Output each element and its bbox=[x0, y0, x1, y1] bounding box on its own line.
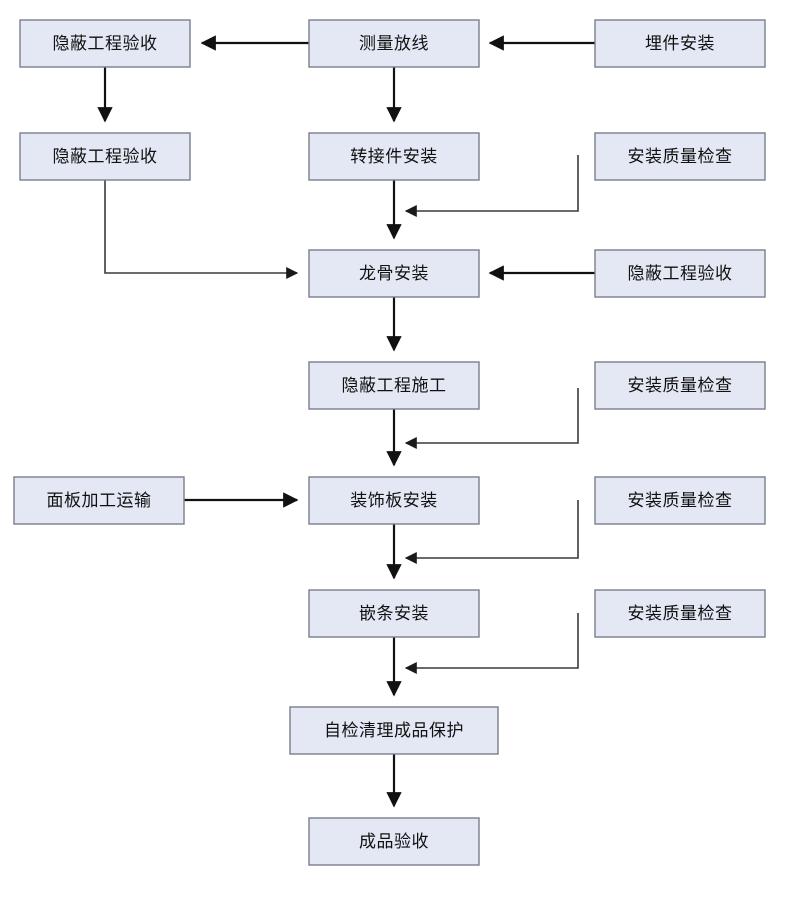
flow-node-label: 嵌条安装 bbox=[359, 604, 429, 623]
flow-node-box[interactable] bbox=[594, 361, 766, 410]
flow-node-box[interactable] bbox=[308, 589, 480, 638]
flow-node-label: 隐蔽工程施工 bbox=[342, 376, 447, 395]
flow-node-label: 隐蔽工程验收 bbox=[628, 264, 733, 283]
flow-node[interactable]: 安装质量检查 bbox=[594, 476, 766, 525]
flow-edge bbox=[404, 155, 579, 217]
flow-node[interactable]: 隐蔽工程验收 bbox=[594, 249, 766, 298]
flow-node[interactable]: 装饰板安装 bbox=[308, 476, 480, 525]
flow-node-label: 转接件安装 bbox=[350, 147, 438, 166]
flow-node[interactable]: 隐蔽工程验收 bbox=[19, 19, 191, 68]
flow-node[interactable]: 转接件安装 bbox=[308, 132, 480, 181]
flow-node-box[interactable] bbox=[308, 361, 480, 410]
flow-node-label: 安装质量检查 bbox=[628, 604, 733, 623]
flow-node[interactable]: 成品验收 bbox=[308, 817, 480, 866]
flow-node[interactable]: 安装质量检查 bbox=[594, 132, 766, 181]
flow-node-label: 成品验收 bbox=[359, 832, 429, 851]
flow-node[interactable]: 测量放线 bbox=[308, 19, 480, 68]
flow-node[interactable]: 龙骨安装 bbox=[308, 249, 480, 298]
flow-node[interactable]: 埋件安装 bbox=[594, 19, 766, 68]
flow-node-label: 安装质量检查 bbox=[628, 376, 733, 395]
flow-node-box[interactable] bbox=[13, 476, 185, 525]
node-layer: 隐蔽工程验收测量放线埋件安装隐蔽工程验收转接件安装安装质量检查龙骨安装隐蔽工程验… bbox=[13, 19, 766, 866]
flow-node-label: 隐蔽工程验收 bbox=[53, 34, 158, 53]
flow-node-label: 安装质量检查 bbox=[628, 491, 733, 510]
edge-layer bbox=[97, 35, 595, 808]
flow-edge bbox=[404, 613, 579, 674]
flow-node-box[interactable] bbox=[308, 817, 480, 866]
flow-edge bbox=[404, 388, 579, 449]
flow-node-label: 自检清理成品保护 bbox=[324, 721, 464, 740]
flow-node-label: 装饰板安装 bbox=[350, 491, 438, 510]
flow-node-label: 龙骨安装 bbox=[359, 264, 429, 283]
flow-node-box[interactable] bbox=[594, 132, 766, 181]
flow-node-box[interactable] bbox=[594, 476, 766, 525]
flow-node-box[interactable] bbox=[308, 476, 480, 525]
flow-node[interactable]: 安装质量检查 bbox=[594, 589, 766, 638]
flow-node-box[interactable] bbox=[594, 249, 766, 298]
flow-node[interactable]: 安装质量检查 bbox=[594, 361, 766, 410]
flow-node-box[interactable] bbox=[594, 19, 766, 68]
flow-edge bbox=[404, 500, 579, 564]
flow-node-label: 埋件安装 bbox=[645, 34, 715, 53]
flow-node[interactable]: 面板加工运输 bbox=[13, 476, 185, 525]
flow-node-label: 测量放线 bbox=[359, 34, 429, 53]
flow-edge bbox=[104, 180, 299, 279]
flow-node[interactable]: 嵌条安装 bbox=[308, 589, 480, 638]
flow-node[interactable]: 隐蔽工程施工 bbox=[308, 361, 480, 410]
flow-node[interactable]: 自检清理成品保护 bbox=[289, 706, 499, 755]
flow-node-box[interactable] bbox=[19, 132, 191, 181]
flow-node-label: 面板加工运输 bbox=[47, 491, 152, 510]
flow-node-box[interactable] bbox=[308, 132, 480, 181]
flow-node-box[interactable] bbox=[594, 589, 766, 638]
flow-node-box[interactable] bbox=[19, 19, 191, 68]
flow-node-label: 安装质量检查 bbox=[628, 147, 733, 166]
flow-node-label: 隐蔽工程验收 bbox=[53, 147, 158, 166]
flow-node-box[interactable] bbox=[289, 706, 499, 755]
flow-node[interactable]: 隐蔽工程验收 bbox=[19, 132, 191, 181]
flow-node-box[interactable] bbox=[308, 19, 480, 68]
flow-node-box[interactable] bbox=[308, 249, 480, 298]
